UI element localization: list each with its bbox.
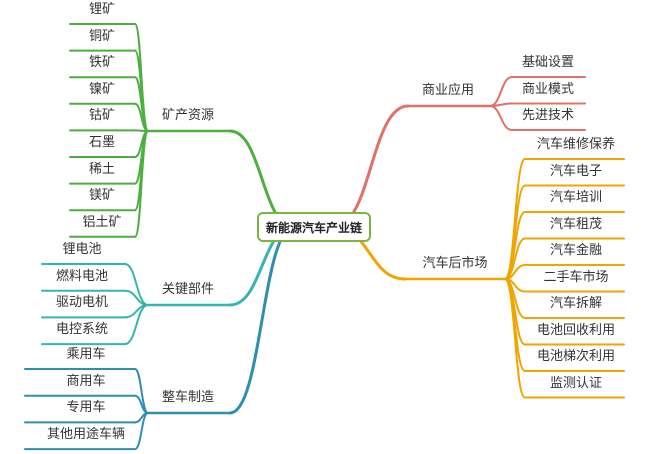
- leaf-connector: [489, 105, 513, 131]
- leaf-node[interactable]: 汽车租茂: [549, 216, 603, 232]
- root-node[interactable]: 新能源汽车产业链: [257, 212, 371, 242]
- leaf-node[interactable]: 汽车金融: [549, 243, 603, 258]
- branch-label-components[interactable]: 关键部件: [161, 282, 215, 297]
- leaf-node[interactable]: 钴矿: [88, 108, 116, 124]
- leaf-node[interactable]: 石墨: [88, 135, 116, 150]
- leaf-node[interactable]: 稀土: [88, 161, 116, 177]
- leaf-node[interactable]: 商业模式: [521, 81, 575, 97]
- branch-label-commercial[interactable]: 商业应用: [421, 83, 475, 98]
- leaf-node[interactable]: 电控系统: [55, 322, 109, 338]
- branch-label-aftermarket[interactable]: 汽车后市场: [422, 256, 488, 271]
- leaf-node[interactable]: 电池梯次利用: [536, 349, 616, 364]
- leaf-node[interactable]: 监测认证: [549, 375, 603, 391]
- leaf-node[interactable]: 商用车: [66, 373, 106, 389]
- branch-label-minerals[interactable]: 矿产资源: [161, 108, 215, 123]
- leaf-node[interactable]: 汽车电子: [549, 163, 603, 179]
- leaf-node[interactable]: 汽车维修保养: [536, 137, 616, 152]
- leaf-node[interactable]: 电池回收利用: [536, 322, 616, 338]
- leaf-connector: [134, 130, 149, 238]
- leaf-node[interactable]: 先进技术: [521, 108, 575, 123]
- leaf-node[interactable]: 专用车: [66, 400, 106, 416]
- leaf-node[interactable]: 汽车培训: [549, 190, 603, 205]
- leaf-node[interactable]: 锂矿: [88, 2, 116, 17]
- leaf-connector: [124, 304, 149, 346]
- leaf-node[interactable]: 铝土矿: [82, 214, 122, 230]
- leaf-node[interactable]: 汽车拆解: [549, 296, 603, 311]
- leaf-node[interactable]: 铜矿: [88, 28, 116, 44]
- leaf-node[interactable]: 镍矿: [88, 81, 116, 97]
- leaf-node[interactable]: 镁矿: [88, 188, 116, 204]
- leaf-connector: [504, 278, 526, 399]
- leaf-node[interactable]: 燃料电池: [55, 268, 109, 284]
- leaf-node[interactable]: 基础设置: [521, 55, 575, 70]
- leaf-node[interactable]: 二手车市场: [543, 269, 609, 285]
- leaf-node[interactable]: 锂电池: [62, 242, 102, 257]
- leaf-node[interactable]: 其他用途车辆: [46, 427, 126, 443]
- branch-label-vehicle[interactable]: 整车制造: [161, 390, 215, 405]
- leaf-node[interactable]: 铁矿: [88, 55, 116, 71]
- leaf-connector: [134, 412, 149, 451]
- leaf-node[interactable]: 驱动电机: [55, 295, 109, 311]
- leaf-node[interactable]: 乘用车: [66, 347, 106, 362]
